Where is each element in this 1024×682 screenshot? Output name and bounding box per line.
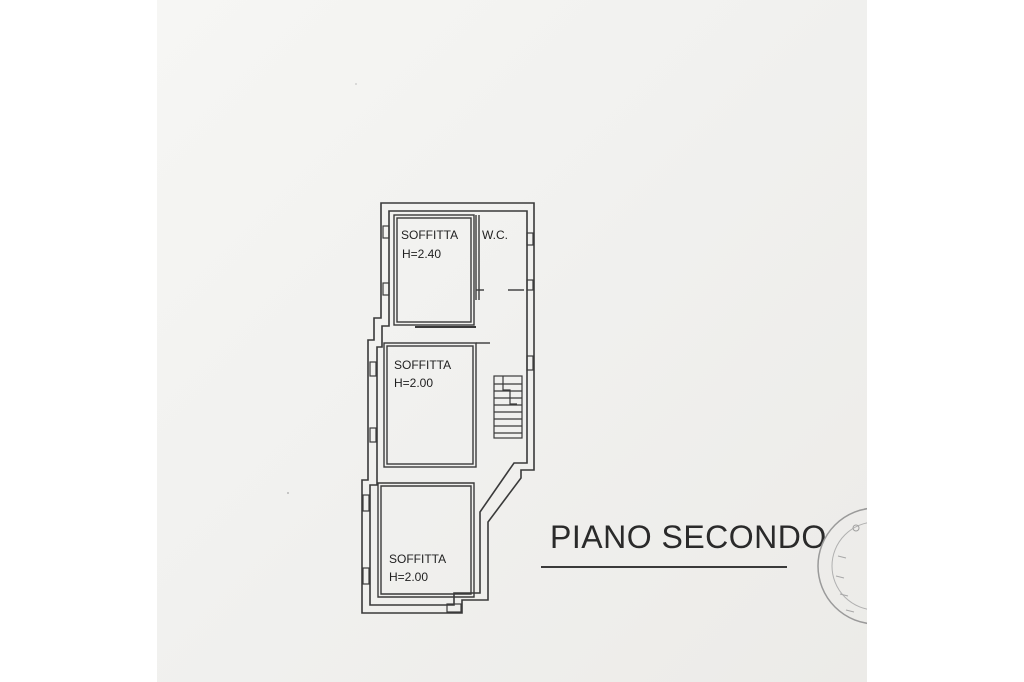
room-label-attic-top: SOFFITTA — [401, 228, 458, 242]
outer-walls — [361, 202, 535, 614]
interior-walls — [377, 214, 524, 598]
left-margin — [0, 0, 157, 682]
document-sheet — [157, 0, 867, 682]
room-height-attic-top: H=2.40 — [402, 247, 441, 261]
room-height-attic-middle: H=2.00 — [394, 376, 433, 390]
right-margin — [867, 0, 1024, 682]
floor-title: PIANO SECONDO — [550, 519, 827, 555]
paper-speck — [287, 492, 289, 494]
room-label-attic-middle: SOFFITTA — [394, 358, 451, 372]
title-underline — [541, 566, 787, 568]
room-label-wc: W.C. — [482, 228, 508, 242]
staircase — [493, 375, 523, 439]
room-height-attic-bottom: H=2.00 — [389, 570, 428, 584]
window-marks — [362, 225, 534, 613]
stamp-seal-icon — [817, 507, 867, 625]
room-label-attic-bottom: SOFFITTA — [389, 552, 446, 566]
paper-speck — [355, 83, 357, 85]
